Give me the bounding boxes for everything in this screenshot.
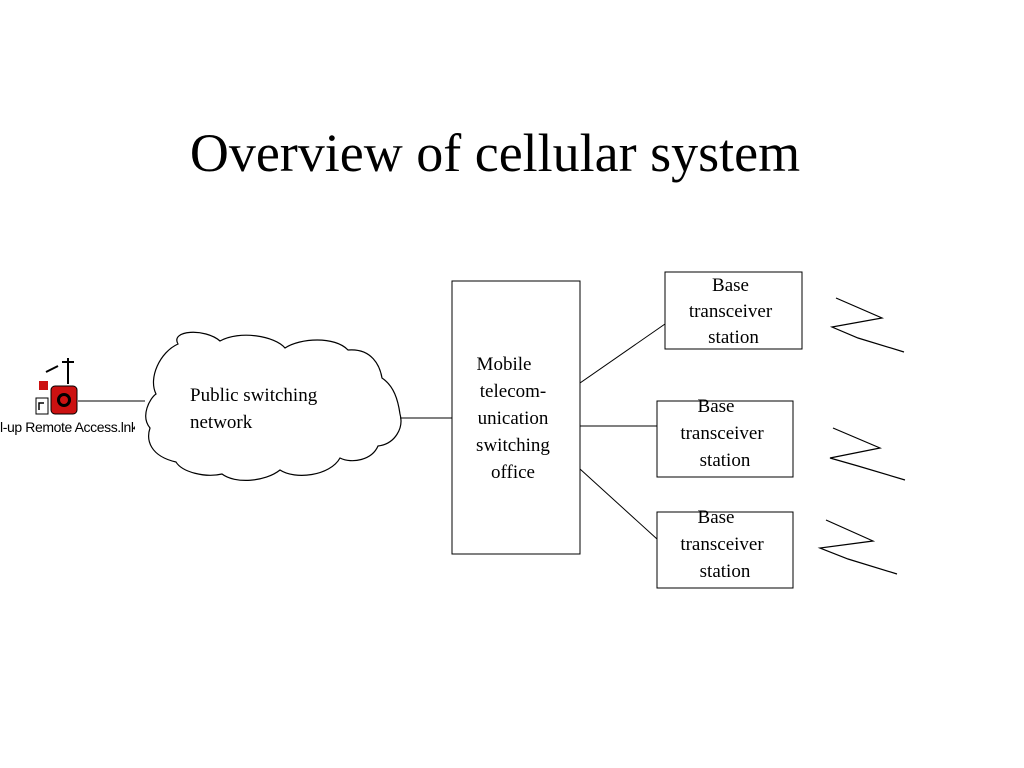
bts-label-line: transceiver bbox=[688, 301, 773, 322]
cloud-shape bbox=[145, 331, 402, 481]
cloud-label-line: network bbox=[190, 412, 253, 433]
cloud-label: Public switching network bbox=[190, 382, 317, 436]
radio-signal-icon bbox=[829, 427, 906, 481]
bts-label-line: transceiver bbox=[680, 423, 764, 444]
bts-box-1 bbox=[664, 271, 803, 350]
bts-label-line: station bbox=[699, 561, 751, 582]
bts-label-3: Base transceiver station bbox=[657, 504, 787, 585]
radio-signal-icon bbox=[829, 297, 905, 353]
office-label-line: telecom- bbox=[479, 381, 547, 402]
switching-office-box bbox=[451, 280, 581, 555]
bts-label-line: Base bbox=[697, 507, 735, 528]
office-label-line: unication bbox=[477, 408, 549, 429]
cloud-label-line: Public switching bbox=[190, 385, 318, 406]
switching-office-label: Mobile telecom- unication switching offi… bbox=[452, 351, 574, 486]
bts-box-2 bbox=[656, 400, 794, 478]
office-label-line: office bbox=[491, 462, 535, 483]
bts-label-line: Base bbox=[697, 396, 735, 417]
bts-label-1: Base transceiver station bbox=[665, 273, 796, 351]
office-bts3-link bbox=[579, 468, 658, 540]
radio-signal-icon bbox=[817, 519, 898, 575]
office-label-line: Mobile bbox=[476, 354, 532, 375]
bts-label-line: transceiver bbox=[680, 534, 764, 555]
bts-label-2: Base transceiver station bbox=[657, 393, 787, 474]
red-telephone-shortcut-icon bbox=[35, 358, 78, 415]
office-bts1-link bbox=[579, 323, 666, 384]
office-label-line: switching bbox=[476, 435, 550, 456]
bts-box-3 bbox=[656, 511, 794, 589]
bts-label-line: station bbox=[699, 450, 751, 471]
remote-access-caption: l-up Remote Access.lnk bbox=[0, 419, 135, 435]
slide-title: Overview of cellular system bbox=[189, 123, 801, 183]
bts-label-line: station bbox=[708, 327, 759, 348]
bts-label-line: Base bbox=[712, 275, 749, 296]
